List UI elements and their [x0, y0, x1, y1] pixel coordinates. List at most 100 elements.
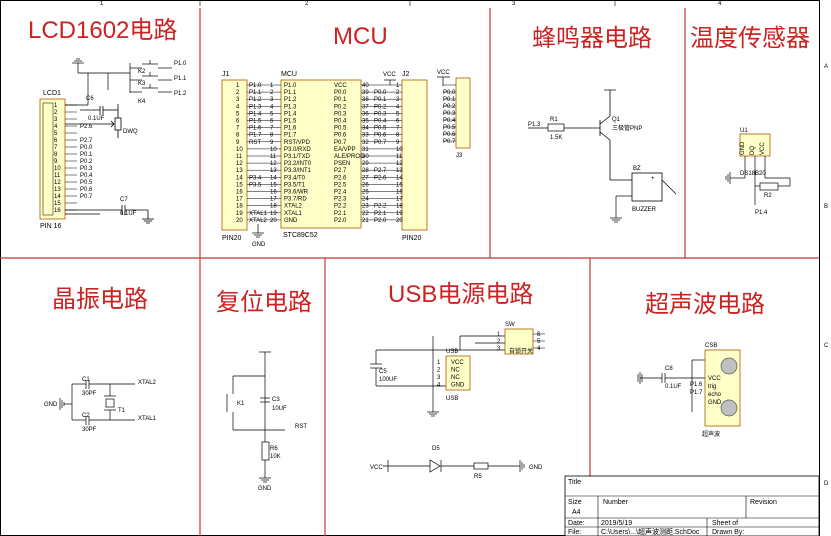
key-ref: K1: [237, 401, 245, 407]
mcu-pin-name: P2.7: [334, 168, 347, 174]
gnd-label: GND: [44, 402, 58, 408]
mcu-net-label: P3.4: [249, 175, 262, 181]
j3-net-label: P0.2: [443, 104, 456, 110]
sensor-ref: U1: [740, 128, 748, 134]
cap-ref: C5: [379, 369, 387, 375]
lcd-pin-net: P2.7: [80, 138, 93, 144]
lcd-footer: PIN 16: [40, 223, 62, 230]
cap-ref: C7: [120, 197, 128, 203]
ultra-wiring: [637, 359, 706, 412]
mcu-pin-name: P2.4: [334, 190, 347, 196]
transducer-icon: [720, 357, 738, 375]
lcd-pin-net: P0.4: [80, 173, 93, 179]
lcd-pin-net: P0.1: [80, 152, 93, 158]
j1-pin-number: 18: [236, 204, 243, 210]
lcd-pin-net: P0.3: [80, 166, 93, 172]
mcu-pin-number: 24: [362, 197, 369, 203]
j3-net-label: P0.5: [443, 125, 456, 131]
mcu-pin-name: P3.3/INT1: [284, 168, 312, 174]
switch-pin-number: 2: [497, 339, 501, 345]
j3-net-label: P0.0: [443, 90, 456, 96]
j1-pin-number: 4: [236, 104, 240, 110]
net-label: RST: [295, 424, 307, 430]
section-title-ultra: 超声波电路: [645, 291, 765, 318]
switch-pin-number: 6: [537, 332, 541, 338]
j2-pin-number: 6: [396, 119, 400, 125]
cap-value: 0.1UF: [665, 384, 682, 390]
lcd-pin-number: 14: [54, 194, 61, 200]
mcu-net-label: P1.4: [249, 111, 262, 117]
j2-pin-number: 9: [396, 140, 400, 146]
mcu-pin-number: 9: [270, 140, 274, 146]
j2-pin-number: 19: [396, 211, 403, 217]
lcd-pin-number: 13: [54, 187, 61, 193]
j2-pin-number: 18: [396, 204, 403, 210]
ground-symbol: [72, 58, 84, 73]
mcu-pin-number: 15: [270, 182, 277, 188]
j1-pin-number: 8: [236, 133, 240, 139]
usb-pin-name: NC: [451, 375, 460, 381]
lcd-pin-number: 15: [54, 201, 61, 207]
key-ref: K3: [138, 81, 146, 87]
mcu-pin-name: XTAL2: [284, 204, 303, 210]
net-label: P1.4: [755, 210, 768, 216]
j3-net-label: P0.4: [443, 118, 456, 124]
lcd-ref: LCD1: [43, 90, 61, 97]
j1-ref: J1: [222, 71, 230, 78]
j2-connector: [401, 79, 428, 231]
mcu-pin-number: 26: [362, 182, 369, 188]
section-title-lcd: LCD1602电路: [28, 17, 177, 44]
usb-pin-name: GND: [451, 383, 465, 389]
net-label: P1.7: [690, 390, 703, 396]
mcu-net-label: P0.3: [374, 111, 387, 117]
j2-pin-number: 1: [396, 83, 400, 89]
sensor-name: DS18B20: [740, 171, 766, 177]
mcu-net-label: P0.6: [374, 133, 387, 139]
mcu-pin-number: 22: [362, 211, 369, 217]
section-title-usb: USB电源电路: [388, 281, 533, 308]
border-mark-right: D: [824, 481, 829, 487]
sensor-pin: DQ: [750, 146, 756, 155]
file-label: File:: [568, 529, 581, 536]
mcu-pin-number: 31: [362, 147, 369, 153]
j3-ref: J3: [456, 153, 463, 159]
mcu-net-label: P1.1: [249, 90, 262, 96]
mcu-net-label: P0.5: [374, 126, 387, 132]
mcu-pin-number: 20: [270, 218, 277, 224]
mcu-pin-name: EA/VPP: [334, 147, 356, 153]
sensor-pin: VCC: [708, 376, 721, 382]
j1-pin-number: 14: [236, 175, 243, 181]
cap-ref: C6: [86, 96, 94, 102]
mcu-pin-number: 11: [270, 154, 277, 160]
led-wiring: [383, 459, 525, 473]
cap-value: 100UF: [379, 377, 397, 383]
border-mark-top: 3: [512, 1, 516, 7]
resistor-symbol: [759, 182, 779, 191]
reset-circuit: K1 C3 10UF RST R6 10K GND: [226, 351, 307, 492]
usb-wiring: [370, 335, 505, 417]
key-ref: K4: [138, 99, 146, 105]
mcu-pin-name: P0.7: [334, 140, 347, 146]
mcu-net-label: P1.3: [249, 104, 262, 110]
mcu-pin-name: P3.6/WR: [284, 190, 309, 196]
j1-pin-number: 3: [236, 97, 240, 103]
cap-value: 0.1UF: [120, 211, 137, 217]
usb-pin-number: 1: [437, 360, 441, 366]
title-block: Title Size A4 Number Revision Date: 2019…: [564, 475, 820, 536]
j1-pin-number: 17: [236, 197, 243, 203]
mcu-net-label: P0.2: [374, 104, 387, 110]
switch-name: 自锁开关: [509, 347, 533, 355]
mcu-pin-name: P2.6: [334, 175, 347, 181]
mcu-net-label: P2.0: [374, 218, 387, 224]
date-label: Date:: [568, 520, 585, 527]
lcd-pin-number: 5: [54, 131, 58, 137]
section-title-crystal: 晶振电路: [52, 286, 148, 313]
resistor-ref: R6: [270, 446, 278, 452]
sensor-ref: CSB: [705, 343, 717, 349]
j2-pin-number: 13: [396, 168, 403, 174]
mcu-pin-number: 37: [362, 104, 369, 110]
mcu-pin-number: 7: [270, 126, 274, 132]
cap-value: 10UF: [272, 406, 287, 412]
usb-pin-number: 2: [437, 368, 441, 374]
